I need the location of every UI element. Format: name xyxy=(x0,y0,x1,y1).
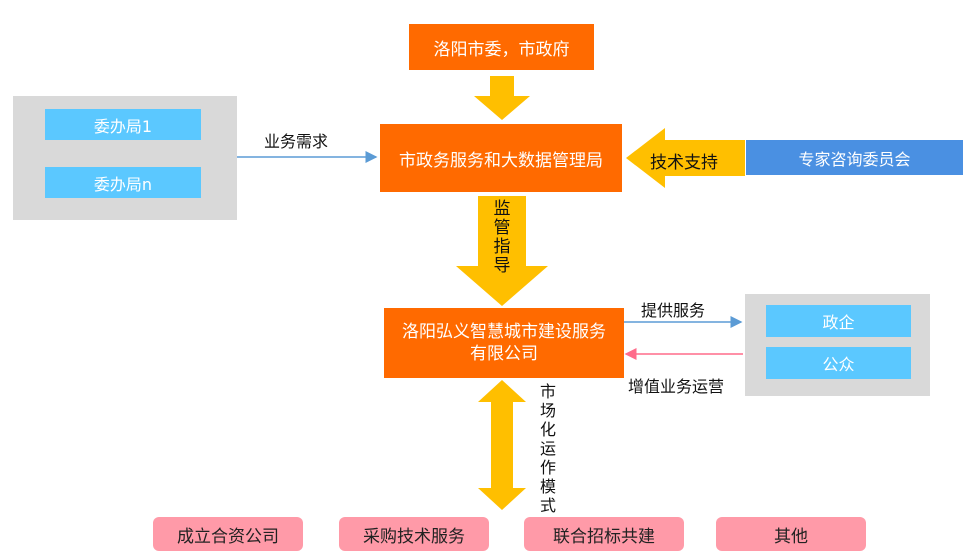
expert-committee-box: 专家咨询委员会 xyxy=(746,140,963,175)
business-demand-label: 业务需求 xyxy=(264,132,329,151)
company-box: 洛阳弘义智慧城市建设服务有限公司 xyxy=(384,308,624,378)
gov-enterprise-label: 政企 xyxy=(822,313,855,332)
tech-support-arrow xyxy=(626,128,745,188)
joint-venture-label: 成立合资公司 xyxy=(177,526,279,547)
joint-tender-box: 联合招标共建 xyxy=(524,517,684,551)
other-box: 其他 xyxy=(716,517,866,551)
supervision-arrow xyxy=(456,196,548,306)
provide-service-label: 提供服务 xyxy=(641,301,706,320)
tech-support-label: 技术支持 xyxy=(650,153,718,173)
down-arrow-top xyxy=(474,76,530,120)
bureau-label: 市政务服务和大数据管理局 xyxy=(399,150,603,171)
other-label: 其他 xyxy=(774,526,808,547)
department-n-box: 委办局n xyxy=(45,167,201,198)
procure-tech-service-label: 采购技术服务 xyxy=(363,526,465,547)
department-1-label: 委办局1 xyxy=(93,116,153,136)
department-1-box: 委办局1 xyxy=(45,109,201,140)
value-added-ops-label: 增值业务运营 xyxy=(628,377,725,396)
market-double-arrow xyxy=(478,380,526,510)
department-n-label: 委办局n xyxy=(93,174,153,194)
party-government-box: 洛阳市委，市政府 xyxy=(409,24,594,70)
gov-enterprise-box: 政企 xyxy=(766,305,911,337)
public-box: 公众 xyxy=(766,347,911,379)
supervision-label: 监管指导 xyxy=(493,199,511,276)
procure-tech-service-box: 采购技术服务 xyxy=(339,517,489,551)
public-label: 公众 xyxy=(822,355,855,374)
bureau-box: 市政务服务和大数据管理局 xyxy=(380,124,622,192)
joint-tender-label: 联合招标共建 xyxy=(553,526,655,547)
expert-committee-label: 专家咨询委员会 xyxy=(798,149,911,169)
party-government-label: 洛阳市委，市政府 xyxy=(433,39,570,60)
company-label: 洛阳弘义智慧城市建设服务有限公司 xyxy=(402,322,606,364)
joint-venture-box: 成立合资公司 xyxy=(153,517,303,551)
market-mode-label: 市场化运作模式 xyxy=(539,382,556,515)
